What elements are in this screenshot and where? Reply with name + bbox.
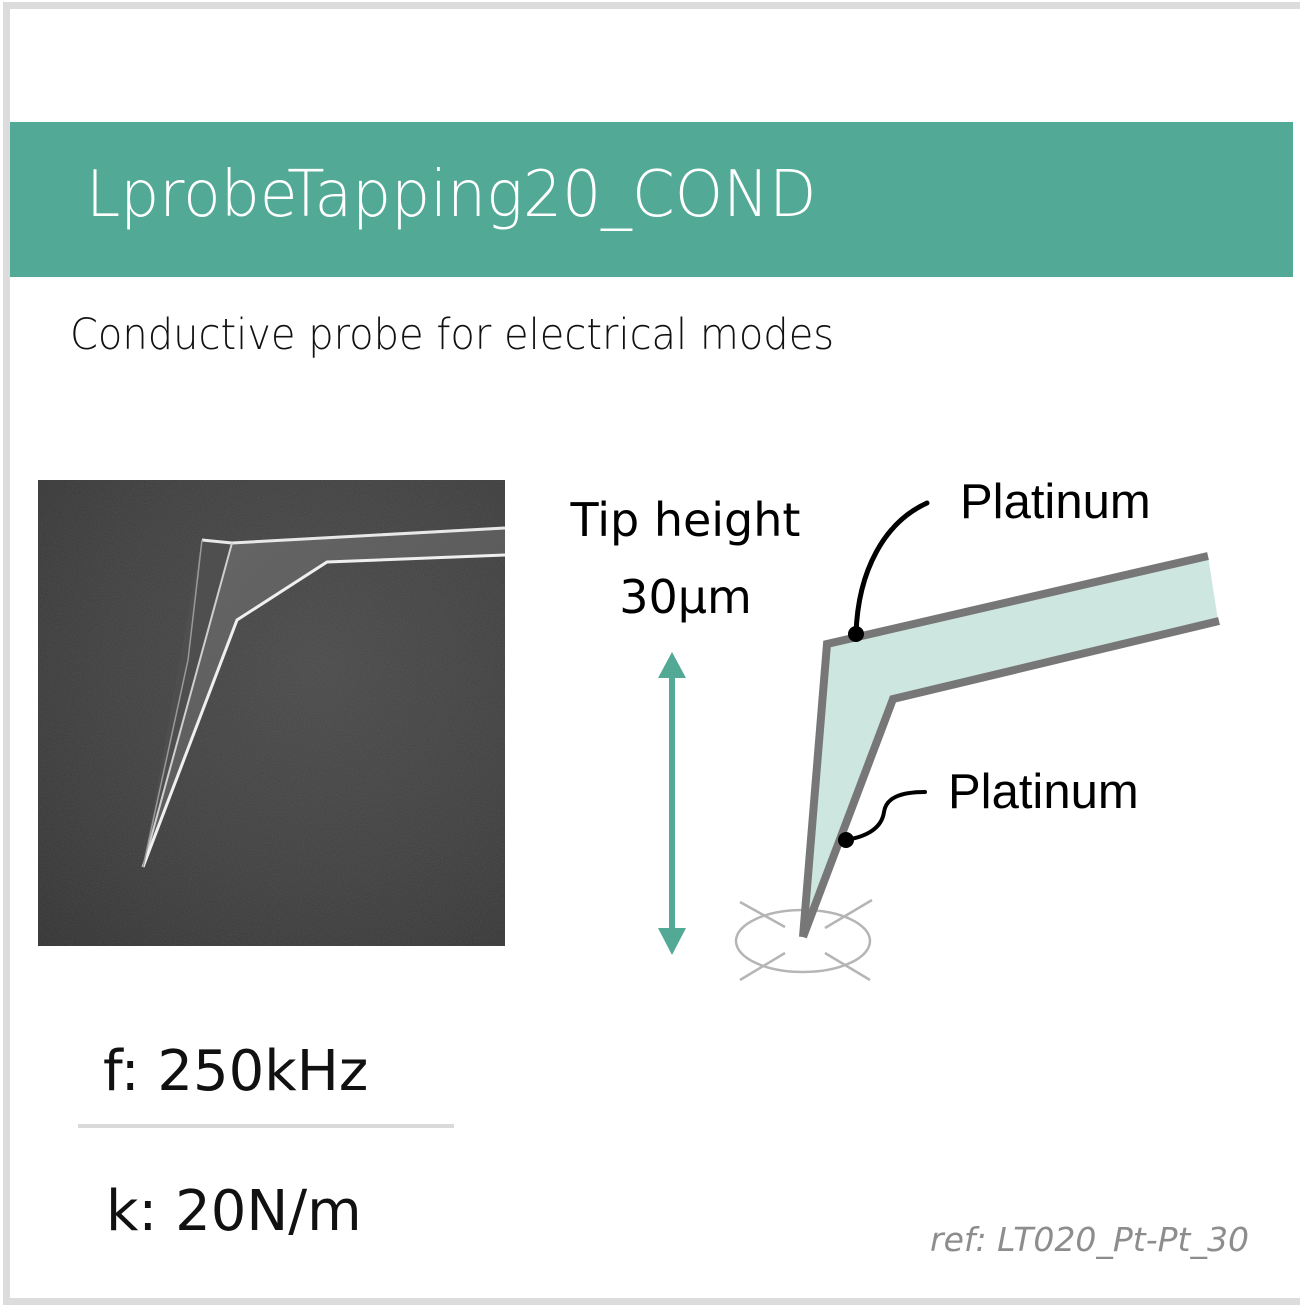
sem-cantilever-icon <box>38 480 505 946</box>
leader-top-icon <box>848 500 930 642</box>
product-title: LprobeTapping20_COND <box>86 158 817 232</box>
spring-constant: k: 20N/m <box>106 1179 362 1244</box>
resonant-frequency: f: 250kHz <box>103 1039 369 1104</box>
tip-height-label: Tip height <box>570 493 801 547</box>
tip-height-value: 30μm <box>619 570 752 624</box>
coating-top-icon <box>799 552 1209 938</box>
leader-tip-icon <box>838 790 927 848</box>
spec-divider <box>78 1124 454 1128</box>
coating-top-label: Platinum <box>960 475 1151 529</box>
sem-probe-image <box>38 480 505 946</box>
title-band <box>10 122 1293 277</box>
coating-tip-label: Platinum <box>948 765 1139 819</box>
product-subtitle: Conductive probe for electrical modes <box>70 310 835 360</box>
cantilever-body <box>803 556 1218 936</box>
double-arrow-icon <box>658 652 686 955</box>
coating-bottom-icon <box>799 617 1220 939</box>
reference-code: ref: LT020_Pt-Pt_30 <box>930 1220 1249 1259</box>
